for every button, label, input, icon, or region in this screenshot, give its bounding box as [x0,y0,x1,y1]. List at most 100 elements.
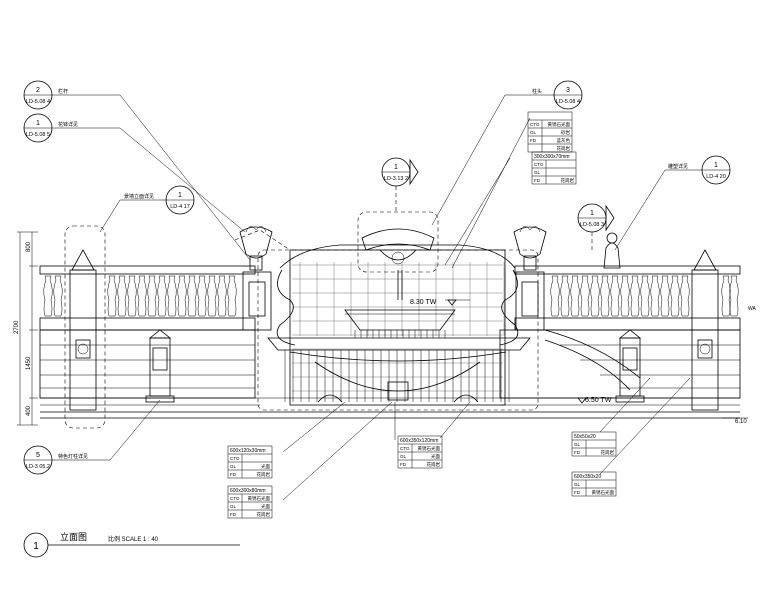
baluster [127,275,137,317]
table-code: FD [574,490,581,495]
detail-boundaries [64,211,539,429]
table-material: 黄锈石光面 [548,121,571,128]
dim-800: 800 [26,241,32,252]
dim-400: 400 [26,405,32,416]
title-num: 1 [33,541,39,552]
table-code: FD [230,472,237,477]
table-code: CTG [530,122,540,127]
baluster [207,275,217,317]
table-material: 黄锈石光面 [418,445,441,452]
baluster [197,275,207,317]
callout-2-note: 花钵详见 [58,121,78,128]
table-material: 花岗岩 [427,461,441,468]
baluster [590,275,600,317]
elev-610: 6.10 [735,419,747,425]
baluster [53,275,63,317]
table-title: 600x350x20 [574,474,601,480]
baluster [729,275,739,317]
table-frame [571,471,617,497]
callout-1-ref: LD-5.08 4 [26,99,50,105]
table-material: 黄锈石光面 [248,495,271,502]
baluster [580,275,590,317]
baluster [107,275,117,317]
baluster [570,275,580,317]
table-title: 600x120x30mm [230,448,266,454]
callout-1-num: 2 [36,87,40,94]
callout-3-note: 景墙立面详见 [124,193,154,200]
table-material: 花岗岩 [257,511,271,518]
elev-830: 8.30 TW [410,299,437,306]
left-wall [39,226,273,411]
callout-2: 1 LD-5.08 5 花钵详见 [23,113,246,233]
fountain-wall [276,228,519,406]
table-code: GL [574,482,581,487]
callout-7-num: 1 [590,210,594,217]
fountain-basins [267,309,531,403]
dim-2700: 2700 [14,320,20,334]
table-code: GL [230,464,237,469]
table-title: 600x300x80mm [230,488,266,494]
ground-base [40,397,740,419]
dim-1450: 1450 [26,356,32,370]
table-code: FD [530,138,537,143]
baluster [660,275,670,317]
baluster [117,275,127,317]
callout-1: 2 LD-5.08 4 栏杆 [23,80,251,261]
baluster [167,275,177,317]
table-material: 黄锈石光面 [592,489,615,496]
callout-8-note: 特色灯柱详见 [58,453,88,460]
table-code: GL [530,130,537,135]
title-scale: 比例 SCALE 1 : 40 [108,535,159,543]
callout-4: 1 LD-3.13 2 [381,157,419,212]
table-material: 花岗岩 [561,177,575,184]
callout-4-ref: LD-3.13 2 [384,176,408,182]
callout-4-num: 1 [394,164,398,171]
callout-6-num: 1 [714,162,718,169]
table-code: CTG [534,162,544,167]
baluster [177,275,187,317]
baluster [640,275,650,317]
callout-7-ref: LD-5.08 3 [580,222,604,228]
callout-5: 3 LD-5.08 4 柱头 [431,80,583,226]
callout-5-num: 3 [566,87,570,94]
baluster [43,275,53,317]
callout-3-num: 1 [178,192,182,199]
callout-6: 1 LD-4 20 雕塑详见 [614,155,731,251]
baluster [600,275,610,317]
callout-7: 1 LD-5.08 3 [577,203,615,250]
baluster [147,275,157,317]
table-title: 50x50x20 [574,434,596,440]
table-code: GL [534,170,541,175]
callout-2-ref: LD-5.08 5 [26,132,50,138]
dimension-chain: 800 2700 1450 400 [14,231,38,426]
callout-5-note: 柱头 [532,88,542,95]
baluster [550,275,560,317]
baluster [560,275,570,317]
table-material: 花岗岩 [557,145,571,152]
table-code: GL [574,442,581,447]
baluster [610,275,620,317]
table-code: CTG [230,496,240,501]
baluster [630,275,640,317]
table-material: 花岗岩 [601,449,615,456]
callout-5-ref: LD-5.08 4 [556,99,580,105]
table-code: CTG [400,446,410,451]
table-material: 蓝灰色 [557,137,571,144]
baluster [670,275,680,317]
baluster [157,275,167,317]
table-frame [571,431,617,457]
callout-1-note: 栏杆 [58,88,68,95]
callout-3: 1 LD-4 17 景墙立面详见 [99,185,195,233]
edge-mark: WA [748,306,757,312]
baluster [680,275,690,317]
callout-2-num: 1 [36,120,40,127]
baluster [650,275,660,317]
table-code: FD [574,450,581,455]
table-code: FD [400,462,407,467]
table-material: 花岗岩 [257,471,271,478]
table-code: FD [230,512,237,517]
callout-8: 5 LD-3 05.2 特色灯柱详见 [23,399,161,475]
title-block: 1 立面图 比例 SCALE 1 : 40 [23,531,240,558]
